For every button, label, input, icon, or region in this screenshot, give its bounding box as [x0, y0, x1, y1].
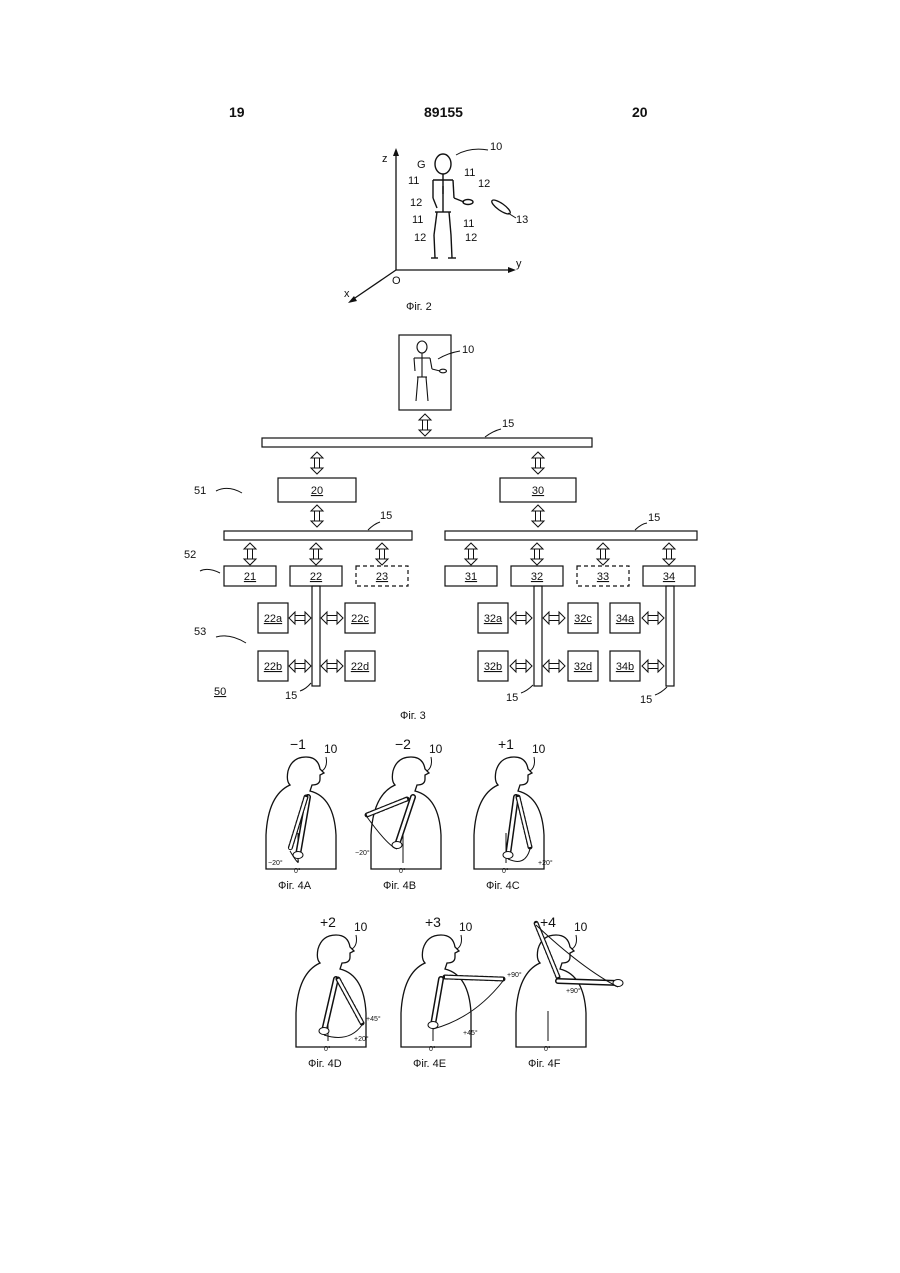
- bus-15-label: 15: [648, 512, 660, 524]
- joint-12-label: 12: [410, 197, 422, 209]
- figure-4-panel: −2 10 0° −20° Фіг. 4B: [355, 736, 443, 892]
- figure-2: z y x O 13 10 G 11 11 12 12 11 11 12 12: [330, 140, 560, 305]
- level-51-label: 51: [194, 485, 206, 497]
- figure-4-panel: +3 10 0° +45° +90° Фіг. 4E: [401, 914, 522, 1070]
- box-22d: 22d: [351, 661, 369, 673]
- score-label: +4: [540, 914, 556, 930]
- person-10-label: 10: [324, 742, 338, 756]
- document-number: 89155: [424, 104, 463, 120]
- box-33: 33: [597, 571, 609, 583]
- box-22a: 22a: [264, 613, 283, 625]
- box-34a: 34a: [616, 613, 635, 625]
- figure-3: 10 20 30 21 22 23 31 32 33 34 22a 22b 22…: [180, 325, 720, 710]
- figure-4-panel: +2 10 0° +20° +45° Фіг. 4D: [296, 914, 381, 1070]
- figure-4-panels: −1 10 0° −20° Фіг. 4A −2 10 0° −20° Фіг. 4B +1 10 0°…: [250, 735, 630, 1095]
- bus-15-label: 15: [380, 510, 392, 522]
- score-label: +2: [320, 914, 336, 930]
- joint-11-label: 11: [463, 218, 474, 230]
- score-label: +3: [425, 914, 441, 930]
- level-52-label: 52: [184, 549, 196, 561]
- person-10-label: 10: [459, 920, 473, 934]
- joint-11-label: 11: [412, 214, 423, 226]
- figure-4-caption: Фіг. 4A: [278, 880, 312, 892]
- joint-11-label: 11: [408, 175, 419, 187]
- bus-15-label: 15: [285, 690, 297, 702]
- person-10-label: 10: [574, 920, 588, 934]
- box-22b: 22b: [264, 661, 282, 673]
- angle-label: −20°: [268, 859, 283, 867]
- angle-label: +45°: [463, 1029, 478, 1037]
- origin-label: O: [392, 275, 401, 287]
- angle-label: −20°: [355, 849, 370, 857]
- box-20: 20: [311, 485, 323, 497]
- figure-50-label: 50: [214, 686, 226, 698]
- figure-4-caption: Фіг. 4D: [308, 1058, 342, 1070]
- zero-degree-label: 0°: [324, 1045, 331, 1053]
- joint-12-label: 12: [414, 232, 426, 244]
- person-10-label: 10: [532, 742, 546, 756]
- figure-3-caption: Фіг. 3: [400, 710, 426, 722]
- score-label: −1: [290, 736, 306, 752]
- angle-label: +20°: [354, 1035, 369, 1043]
- box-32d: 32d: [574, 661, 592, 673]
- object-13-label: 13: [516, 214, 528, 226]
- box-22: 22: [310, 571, 322, 583]
- box-23: 23: [376, 571, 388, 583]
- joint-12-label: 12: [478, 178, 490, 190]
- monitor-10-label: 10: [462, 344, 474, 356]
- zero-degree-label: 0°: [544, 1045, 551, 1053]
- figure-4-panel: +1 10 0° +20° Фіг. 4C: [474, 736, 553, 892]
- hand-object: [503, 852, 513, 859]
- figure-2-caption: Фіг. 2: [406, 301, 432, 313]
- angle-arc: [433, 981, 503, 1029]
- x-axis-label: x: [344, 288, 350, 300]
- zero-degree-label: 0°: [399, 867, 406, 875]
- box-32b: 32b: [484, 661, 502, 673]
- person-10-label: 10: [429, 742, 443, 756]
- hand-object: [319, 1028, 329, 1035]
- angle-label: +90°: [507, 971, 522, 979]
- person-10-label: 10: [490, 141, 502, 153]
- score-label: +1: [498, 736, 514, 752]
- box-32: 32: [531, 571, 543, 583]
- box-21: 21: [244, 571, 256, 583]
- figure-4-caption: Фіг. 4B: [383, 880, 416, 892]
- hand-object: [428, 1022, 438, 1029]
- box-32a: 32a: [484, 613, 503, 625]
- score-label: −2: [395, 736, 411, 752]
- joint-12-label: 12: [465, 232, 477, 244]
- box-34: 34: [663, 571, 675, 583]
- zero-degree-label: 0°: [294, 867, 301, 875]
- angle-label: +45°: [366, 1015, 381, 1023]
- bus-15-label: 15: [506, 692, 518, 704]
- box-22c: 22c: [351, 613, 369, 625]
- figure-4-caption: Фіг. 4C: [486, 880, 520, 892]
- box-31: 31: [465, 571, 477, 583]
- figure-4-panel: +4 10 0° +90° Фіг. 4F: [516, 914, 623, 1070]
- level-53-label: 53: [194, 626, 206, 638]
- figure-4-caption: Фіг. 4F: [528, 1058, 561, 1070]
- angle-label: +20°: [538, 859, 553, 867]
- bus-15-label: 15: [502, 418, 514, 430]
- joint-11-label: 11: [464, 167, 475, 179]
- left-page-number: 19: [229, 104, 245, 120]
- figure-4-panel: −1 10 0° −20° Фіг. 4A: [266, 736, 338, 892]
- g-label: G: [417, 159, 426, 171]
- zero-degree-label: 0°: [429, 1045, 436, 1053]
- angle-label: +90°: [566, 987, 581, 995]
- person-10-label: 10: [354, 920, 368, 934]
- y-axis-label: y: [516, 258, 522, 270]
- box-30: 30: [532, 485, 544, 497]
- bus-15-label: 15: [640, 694, 652, 706]
- right-page-number: 20: [632, 104, 648, 120]
- box-32c: 32c: [574, 613, 592, 625]
- box-34b: 34b: [616, 661, 634, 673]
- zero-degree-label: 0°: [502, 867, 509, 875]
- figure-4-caption: Фіг. 4E: [413, 1058, 446, 1070]
- z-axis-label: z: [382, 153, 388, 165]
